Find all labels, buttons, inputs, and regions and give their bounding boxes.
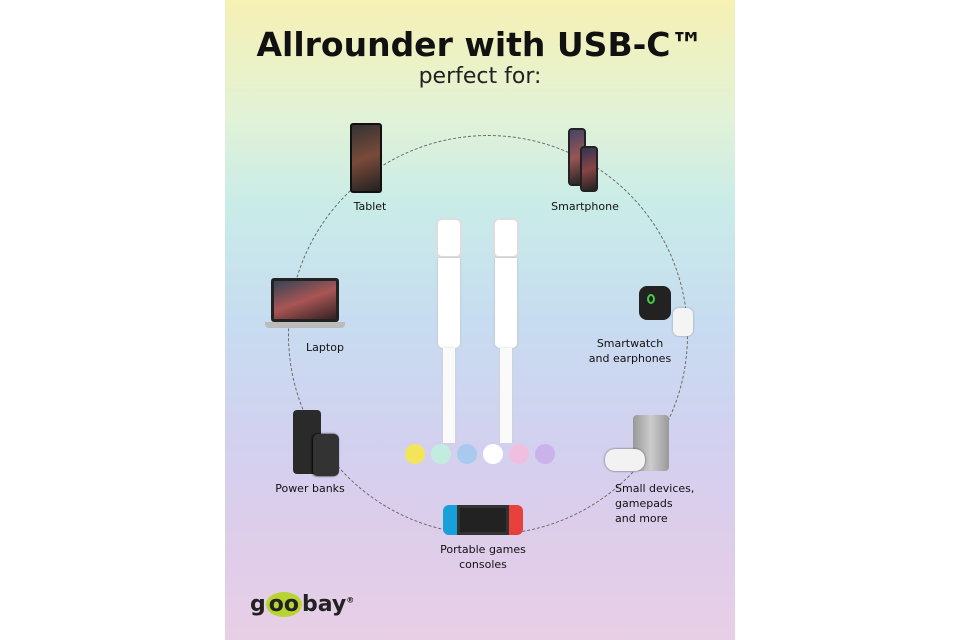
color-swatch [535,444,555,464]
gamepad-icon [605,415,675,477]
smartwatch-icon [635,280,695,340]
smartphone-icon [568,128,598,192]
label-portable-consoles: Portable games consoles [440,543,526,571]
color-swatch [457,444,477,464]
power-bank-icon [293,410,341,476]
color-swatch [431,444,451,464]
label-power-banks: Power banks [275,482,345,495]
usb-c-cable-left [436,218,462,443]
label-smartphone: Smartphone [551,200,619,213]
color-swatch [509,444,529,464]
label-smartwatch: Smartwatch and earphones [588,337,672,365]
tablet-icon [350,123,382,193]
color-swatch [405,444,425,464]
laptop-icon [265,278,345,336]
game-console-icon [443,505,523,535]
color-swatch [483,444,503,464]
subheadline: perfect for: [418,64,542,89]
label-small-devices: Small devices, gamepads and more [615,482,695,525]
label-tablet: Tablet [353,200,387,213]
usb-c-cable-right [493,218,519,443]
headline: Allrounder with USB-C™ [256,25,704,64]
product-infographic: Allrounder with USB-C™ perfect for: Tabl… [225,0,735,640]
label-laptop: Laptop [306,341,344,354]
